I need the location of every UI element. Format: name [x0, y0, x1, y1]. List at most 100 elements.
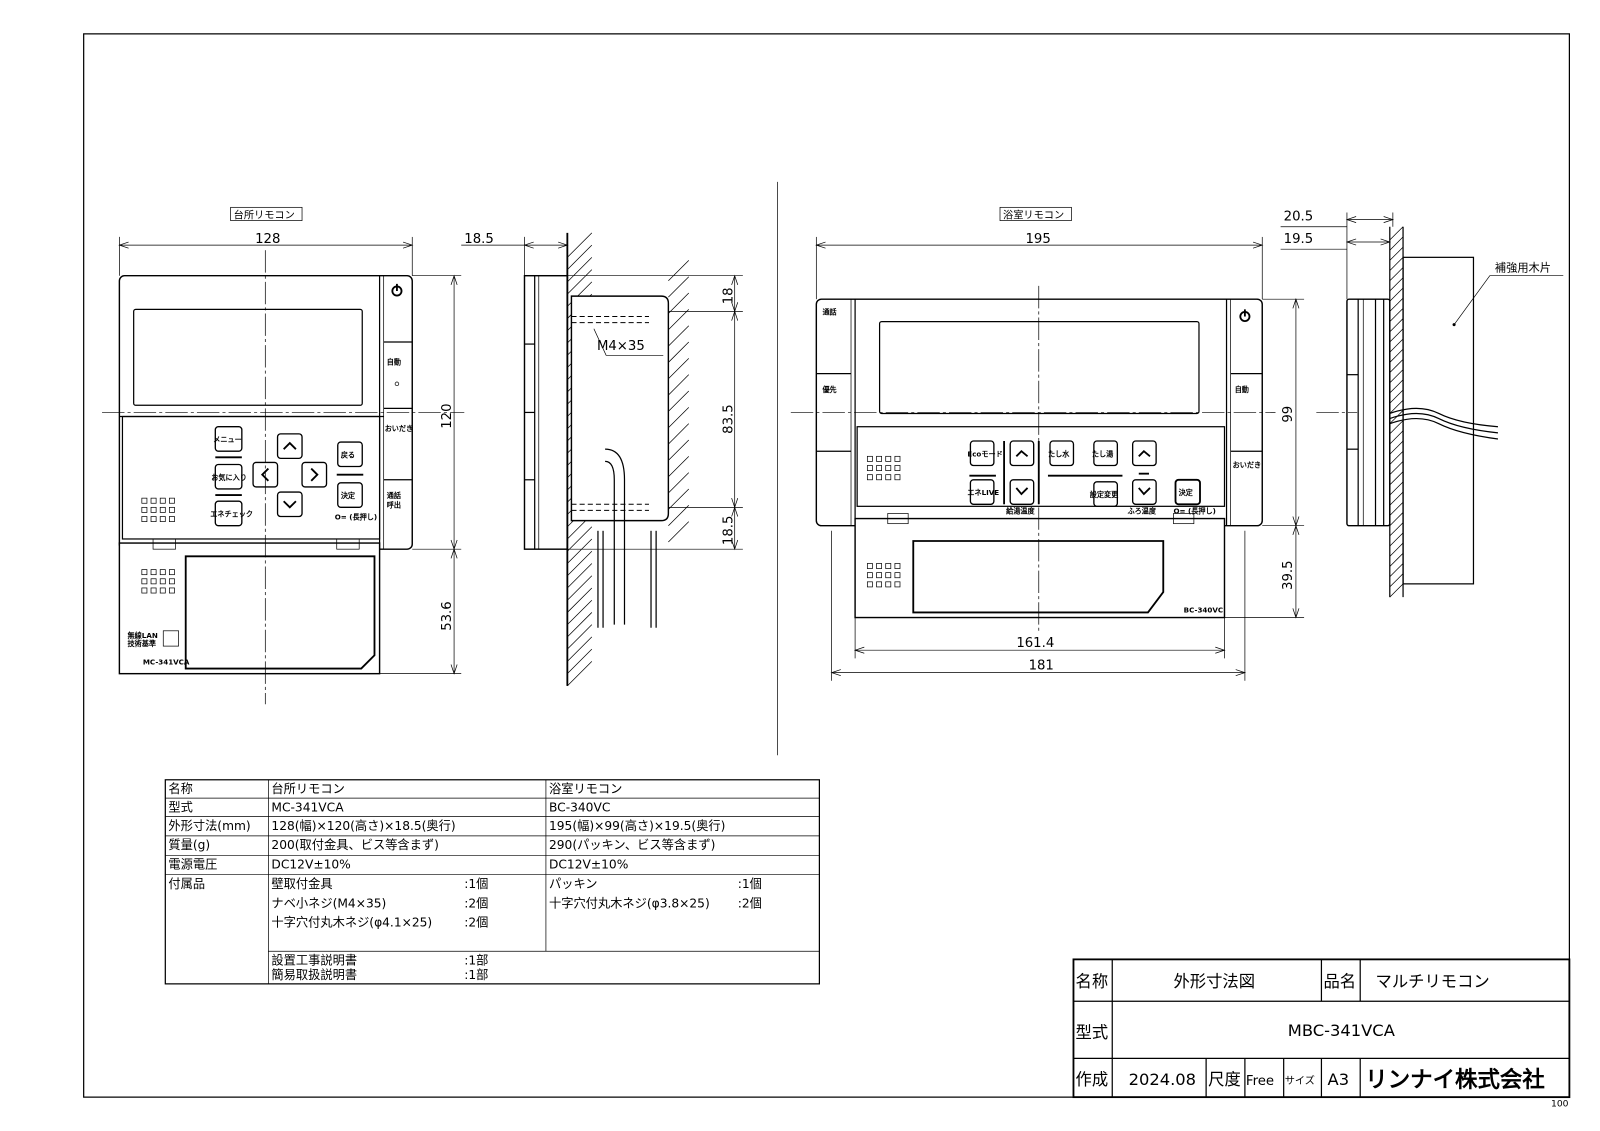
- speaker-hole: [150, 497, 157, 504]
- energy-check-button[interactable]: エネチェック: [210, 510, 253, 519]
- hatch-line: [1389, 430, 1404, 445]
- kitchen-reheat-button[interactable]: おいだき: [385, 424, 414, 433]
- speaker-hole: [876, 474, 882, 481]
- bath-speaker-grill: [866, 455, 901, 481]
- speaker-hole: [169, 587, 175, 594]
- chevron-up-icon: [283, 441, 297, 450]
- accessory-item: 簡易取扱説明書: [271, 967, 357, 982]
- kitchen-width-dim: 128: [255, 232, 280, 247]
- hatch-line: [1389, 338, 1404, 353]
- accessory-qty: :1部: [464, 952, 488, 967]
- kitchen-key-note: O= (長押し): [335, 513, 377, 522]
- kitchen-call-button[interactable]: 通話: [387, 491, 401, 500]
- wood-label: 補強用木片: [1495, 262, 1551, 275]
- hatch-line: [567, 599, 593, 625]
- menu-button[interactable]: メニュー: [213, 435, 242, 444]
- setting-change-button[interactable]: 設定変更: [1090, 490, 1119, 499]
- power-icon[interactable]: [391, 283, 403, 297]
- bath-model-label: BC-340VC: [1184, 605, 1223, 614]
- add-hot-water-button[interactable]: たし湯: [1092, 449, 1113, 458]
- tb-scale-label: 尺度: [1208, 1070, 1241, 1089]
- favorite-button[interactable]: お気に入り: [211, 473, 247, 482]
- table-cell: 195(幅)×99(高さ)×19.5(奥行): [549, 818, 725, 833]
- speaker-hole: [866, 474, 873, 481]
- hatch-line: [1389, 236, 1404, 251]
- hatch-line: [1389, 257, 1404, 271]
- chevron-up-icon: [1138, 449, 1151, 458]
- table-cell: DC12V±10%: [271, 858, 350, 872]
- bath-priority-button[interactable]: 優先: [821, 385, 836, 394]
- hatch-line: [1389, 308, 1404, 322]
- hatch-line: [1389, 450, 1404, 465]
- tb-created-label: 作成: [1076, 1070, 1109, 1089]
- hatch-line: [668, 276, 690, 298]
- kitchen-confirm-button[interactable]: 決定: [341, 491, 356, 500]
- hatch-line: [567, 661, 593, 687]
- add-water-button[interactable]: たし水: [1048, 449, 1070, 458]
- bath-temp-down-button[interactable]: [1131, 479, 1157, 505]
- hatch-line: [1389, 440, 1404, 455]
- kitchen-top-dim: 18: [722, 287, 737, 304]
- hatch-line: [1389, 348, 1404, 363]
- back-button[interactable]: 戻る: [340, 450, 355, 459]
- speaker-hole: [866, 455, 873, 462]
- bath-reheat-button[interactable]: おいだき: [1233, 461, 1262, 470]
- accessory-qty: :1個: [738, 877, 762, 891]
- kitchen-call-sub: 呼出: [387, 500, 401, 509]
- down-button[interactable]: [276, 491, 303, 518]
- hatch-line: [1389, 573, 1404, 588]
- kitchen-remote-front: 台所リモコン 自動 おいだき 通話 呼出 メニュー お気に入り エネチェック: [102, 206, 465, 705]
- tb-product-label: 品名: [1323, 972, 1356, 991]
- bath-display: [878, 321, 1200, 415]
- up-button[interactable]: [276, 433, 303, 460]
- kitchen-lid[interactable]: [118, 542, 381, 675]
- speaker-hole: [150, 578, 157, 585]
- junction-box: [570, 295, 670, 522]
- bath-confirm-button[interactable]: 決定: [1179, 488, 1194, 497]
- speaker-hole: [885, 455, 892, 462]
- kitchen-depth-dim: 18.5: [464, 232, 494, 247]
- speaker-hole: [141, 506, 148, 513]
- speaker-hole: [876, 455, 882, 462]
- hatch-line: [567, 538, 593, 564]
- bath-power-icon[interactable]: [1239, 309, 1251, 323]
- accessory-qty: :2個: [464, 896, 488, 910]
- water-temp-down-button[interactable]: [1009, 479, 1035, 505]
- cable: [605, 448, 626, 625]
- speaker-hole: [885, 474, 892, 481]
- speaker-hole: [159, 497, 166, 504]
- hatch-line: [668, 374, 690, 396]
- ene-live-button[interactable]: エネLIVE: [967, 488, 999, 497]
- table-cell: MC-341VCA: [271, 800, 344, 814]
- speaker-hole: [141, 497, 148, 504]
- bath-call-button[interactable]: 通話: [822, 307, 836, 316]
- hatch-line: [668, 456, 690, 477]
- bath-auto-button[interactable]: 自動: [1235, 385, 1249, 394]
- bath-lid[interactable]: [854, 517, 1226, 619]
- right-button[interactable]: [301, 461, 328, 488]
- water-temp-up-button[interactable]: [1009, 440, 1035, 467]
- hatch-line: [668, 390, 690, 412]
- table-cell: 付属品: [168, 877, 205, 891]
- hatch-line: [668, 260, 690, 282]
- hatch-line: [567, 648, 593, 674]
- hatch-line: [668, 341, 690, 363]
- speaker-hole: [876, 572, 882, 579]
- speaker-hole: [159, 587, 166, 594]
- speaker-hole: [866, 563, 873, 569]
- hatch-line: [1389, 297, 1404, 312]
- bath-key-note: O= (長押し): [1173, 506, 1215, 515]
- bath-temp-up-button[interactable]: [1131, 440, 1157, 467]
- eco-mode-button[interactable]: Ecoモード: [967, 449, 1002, 458]
- speaker-hole: [866, 572, 873, 579]
- speaker-hole: [141, 587, 148, 594]
- hatch-line: [668, 472, 690, 494]
- bath-height-dim: 99: [1281, 406, 1296, 423]
- table-header: 名称: [168, 781, 192, 796]
- hatch-line: [567, 526, 593, 552]
- table-cell: 290(パッキン、ビス等含まず): [549, 837, 715, 852]
- kitchen-auto-button[interactable]: 自動: [387, 357, 401, 366]
- hatch-line: [1389, 553, 1404, 567]
- hatch-line: [668, 505, 690, 526]
- speaker-hole: [150, 569, 157, 576]
